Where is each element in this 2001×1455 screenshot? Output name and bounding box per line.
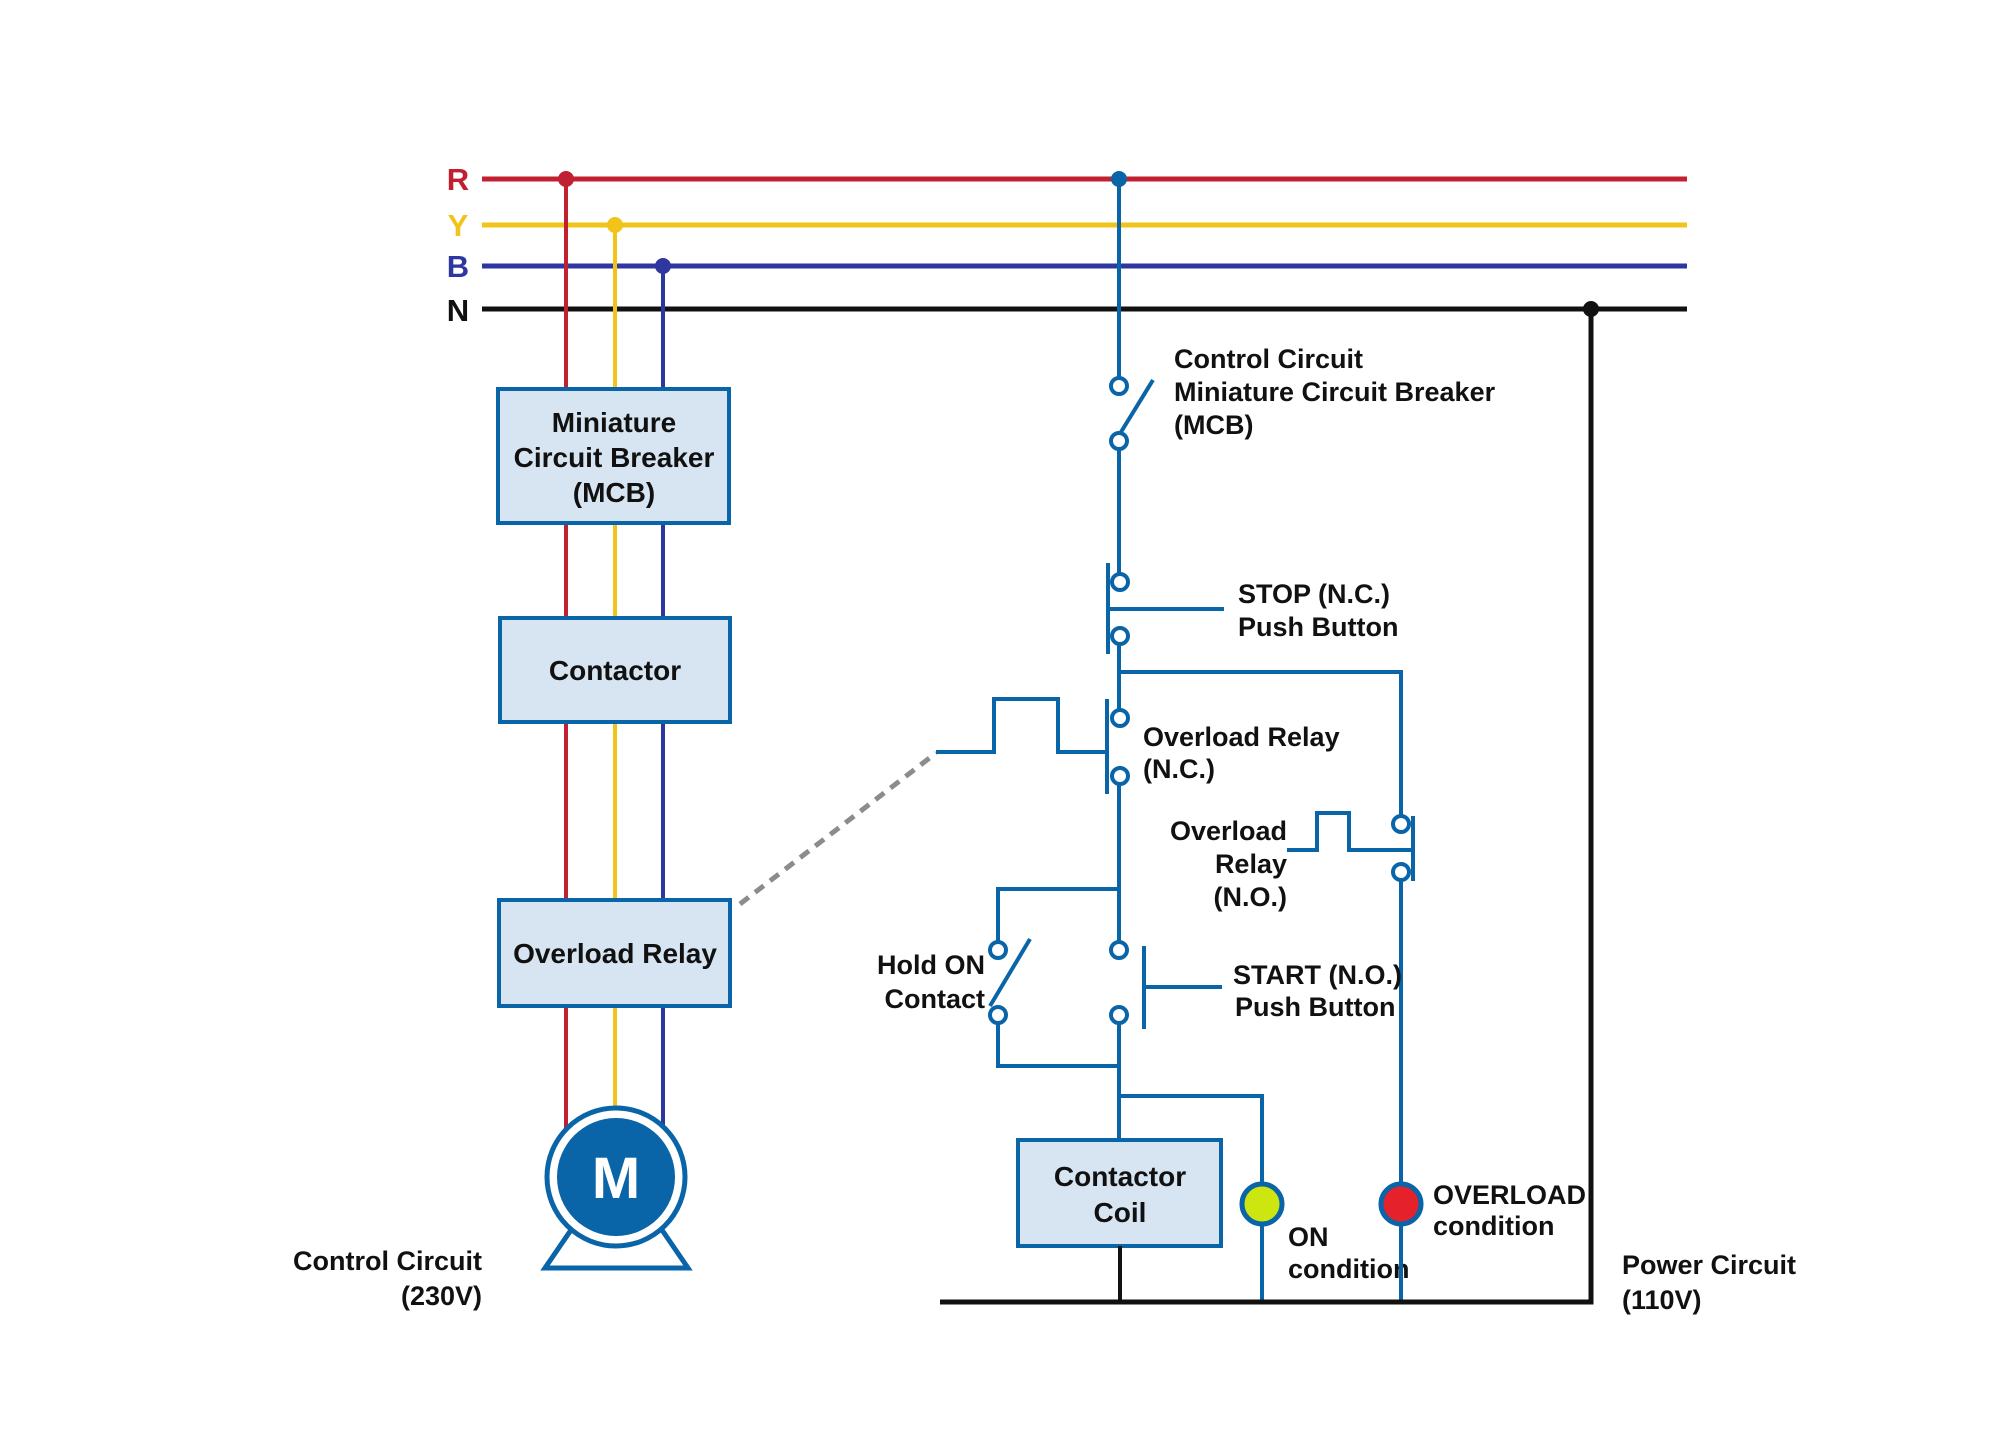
junction-dot-b [655, 258, 671, 274]
control-circuit-230v-label-line1: Control Circuit [293, 1246, 482, 1276]
on-lamp-label-line1: ON [1288, 1222, 1329, 1252]
hold-on-contact [988, 887, 1119, 1068]
overload-relay-box: Overload Relay [497, 898, 732, 1008]
hold-on-label-line1: Hold ON [877, 950, 985, 980]
contactor-box-label: Contactor [549, 655, 681, 686]
mcb-box-label-line2: Circuit Breaker [514, 442, 715, 473]
power-circuit-110v-label-line2: (110V) [1622, 1285, 1702, 1315]
overload-no-contact [1287, 811, 1415, 882]
overload-lamp-label-line2: condition [1433, 1211, 1554, 1241]
start-label-line1: START (N.O.) [1233, 960, 1402, 990]
motor-letter: M [592, 1146, 640, 1211]
on-lamp-label-line2: condition [1288, 1254, 1409, 1284]
power-circuit-110v-label-line1: Power Circuit [1622, 1250, 1796, 1280]
stop-label-line1: STOP (N.C.) [1238, 579, 1390, 609]
bus-label-n: N [447, 293, 469, 328]
control-mcb-label-line3: (MCB) [1174, 410, 1253, 440]
stop-label-line2: Push Button [1238, 612, 1398, 642]
stop-pushbutton [1106, 563, 1224, 654]
junction-dot-control-r [1111, 171, 1127, 187]
control-circuit-section: Control Circuit Miniature Circuit Breake… [877, 171, 1796, 1315]
mcb-box-label-line3: (MCB) [573, 477, 655, 508]
overload-mechanical-link [738, 751, 938, 906]
hold-on-label-line2: Contact [885, 984, 986, 1014]
control-mcb-label-line1: Control Circuit [1174, 344, 1363, 374]
contactor-box: Contactor [498, 616, 732, 724]
power-circuit-section: Miniature Circuit Breaker (MCB) Contacto… [293, 171, 938, 1311]
bus-label-y: Y [448, 208, 469, 243]
junction-dot-neutral [1583, 301, 1599, 317]
overload-lamp-label-line1: OVERLOAD [1433, 1180, 1586, 1210]
bus-label-r: R [447, 162, 469, 197]
mcb-box: Miniature Circuit Breaker (MCB) [496, 387, 731, 525]
contactor-coil-label-line2: Coil [1094, 1197, 1147, 1228]
overload-no-label-line1: Overload [1170, 816, 1287, 846]
control-circuit-230v-label-line2: (230V) [401, 1281, 482, 1311]
motor-icon: M [540, 1105, 693, 1271]
overload-nc-contact [936, 697, 1130, 794]
wire-branch-to-on-lamp [1119, 1094, 1264, 1183]
overload-no-label-line3: (N.O.) [1214, 882, 1288, 912]
start-pushbutton [1109, 940, 1222, 1029]
start-label-line2: Push Button [1235, 992, 1395, 1022]
wire-branch-to-overload-no [1119, 670, 1403, 815]
overload-no-label-line2: Relay [1215, 849, 1287, 879]
mcb-box-label-line1: Miniature [552, 407, 676, 438]
control-mcb-label-line2: Miniature Circuit Breaker [1174, 377, 1496, 407]
overload-nc-label-line2: (N.C.) [1143, 754, 1215, 784]
control-mcb-switch [1109, 376, 1155, 451]
on-indicator-lamp-icon [1239, 1181, 1285, 1227]
neutral-return-line [940, 309, 1594, 1305]
junction-dot-r [558, 171, 574, 187]
contactor-coil-box: Contactor Coil [1016, 1138, 1223, 1248]
bus-bars: R Y B N [447, 162, 1687, 328]
bus-label-b: B [447, 249, 469, 284]
junction-dot-y [607, 217, 623, 233]
overload-relay-box-label: Overload Relay [513, 938, 717, 969]
overload-nc-label-line1: Overload Relay [1143, 722, 1340, 752]
contactor-coil-label-line1: Contactor [1054, 1161, 1186, 1192]
overload-indicator-lamp-icon [1378, 1181, 1424, 1227]
motor-body [557, 1118, 675, 1236]
